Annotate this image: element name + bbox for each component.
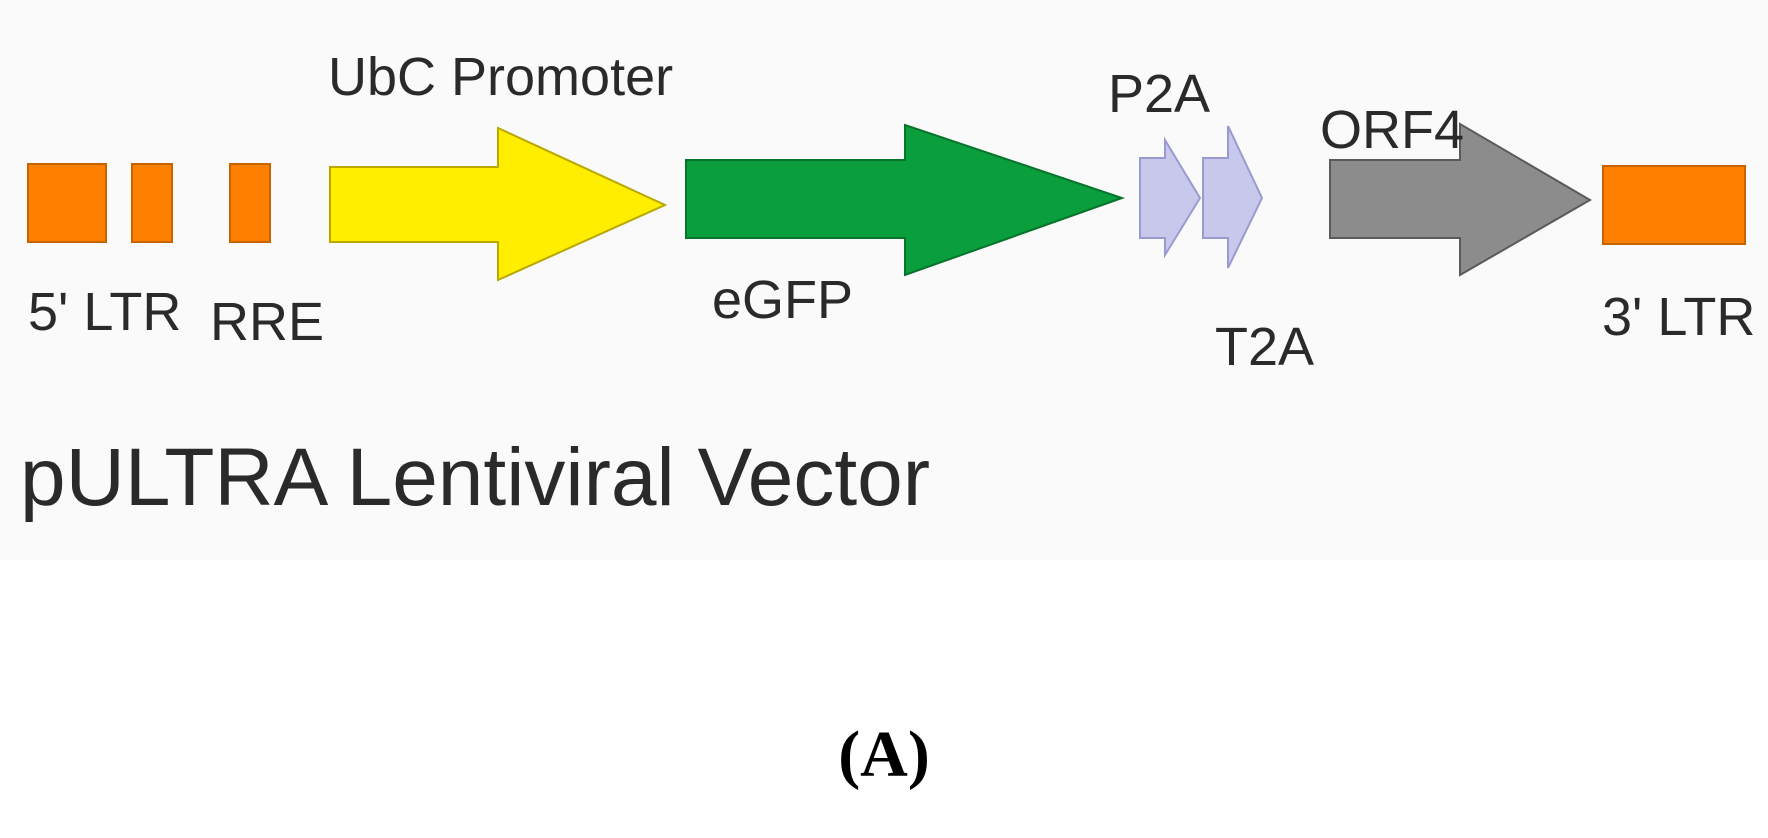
p2a-arrow: [1139, 136, 1202, 259]
vector-title: pULTRA Lentiviral Vector: [20, 432, 930, 523]
egfp-label: eGFP: [712, 270, 853, 330]
ltr5-label: 5' LTR: [28, 282, 181, 342]
p2a-label: P2A: [1108, 64, 1210, 124]
ubc-promoter-arrow: [329, 126, 668, 282]
ltr5-box: [27, 163, 107, 243]
t2a-arrow: [1202, 125, 1264, 269]
rre-label: RRE: [210, 292, 324, 352]
ltr3-label: 3' LTR: [1602, 287, 1755, 347]
t2a-label: T2A: [1215, 317, 1314, 377]
vector-diagram-panel: 5' LTR RRE UbC Promoter eGFP P2A T2A ORF…: [20, 47, 1756, 523]
panel-label: (A): [838, 718, 930, 791]
orf4-arrow: [1329, 122, 1592, 277]
ubc-promoter-label: UbC Promoter: [328, 47, 673, 107]
rre-box: [229, 163, 271, 243]
ltr3-box: [1602, 165, 1746, 245]
orf4-label: ORF4: [1320, 100, 1464, 160]
vector-diagram: 5' LTR RRE UbC Promoter eGFP P2A T2A ORF…: [20, 47, 1755, 523]
ltr5b-box: [131, 163, 173, 243]
egfp-arrow: [685, 123, 1126, 277]
